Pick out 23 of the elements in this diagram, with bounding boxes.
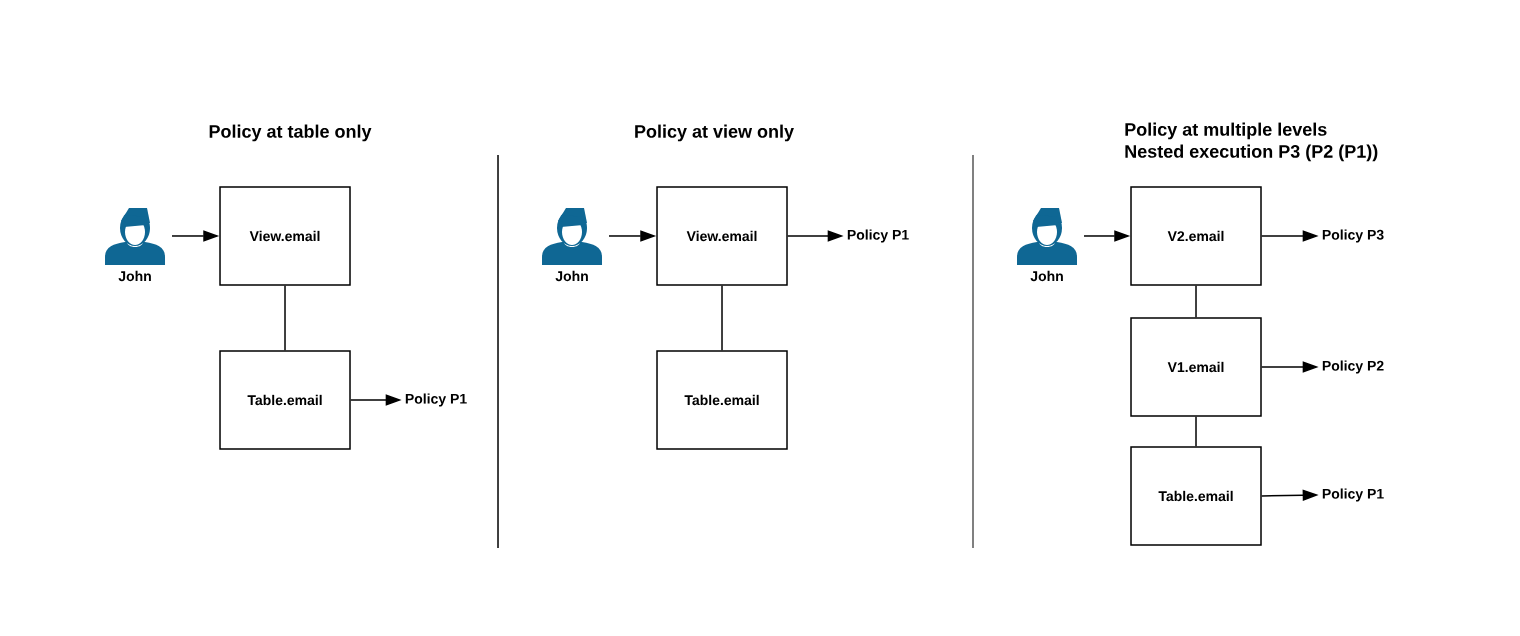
connector <box>1195 416 1197 447</box>
policy-label: Policy P2 <box>1322 360 1384 374</box>
process-box: V1.email <box>1130 317 1262 417</box>
policy-label: Policy P1 <box>405 393 467 407</box>
policy-label: Policy P1 <box>847 229 909 243</box>
person-name: John <box>1030 270 1063 282</box>
section-heading: Policy at table only <box>209 124 372 142</box>
person-name: John <box>118 270 151 282</box>
process-box: V2.email <box>1130 186 1262 286</box>
connector <box>284 285 286 351</box>
section-heading: Policy at view only <box>635 124 794 142</box>
process-box: Table.email <box>219 350 351 450</box>
process-box: View.email <box>656 186 788 286</box>
process-box: Table.email <box>1130 446 1262 546</box>
person-name: John <box>555 270 588 282</box>
process-box: Table.email <box>656 350 788 450</box>
connector <box>721 285 723 351</box>
section-heading: Nested execution P3 (P2 (P1)) <box>1125 144 1378 162</box>
connector <box>1195 285 1197 318</box>
section-heading: Policy at multiple levels <box>1125 122 1327 140</box>
policy-label: Policy P3 <box>1322 229 1384 243</box>
policy-label: Policy P1 <box>1322 488 1384 502</box>
process-box: View.email <box>219 186 351 286</box>
